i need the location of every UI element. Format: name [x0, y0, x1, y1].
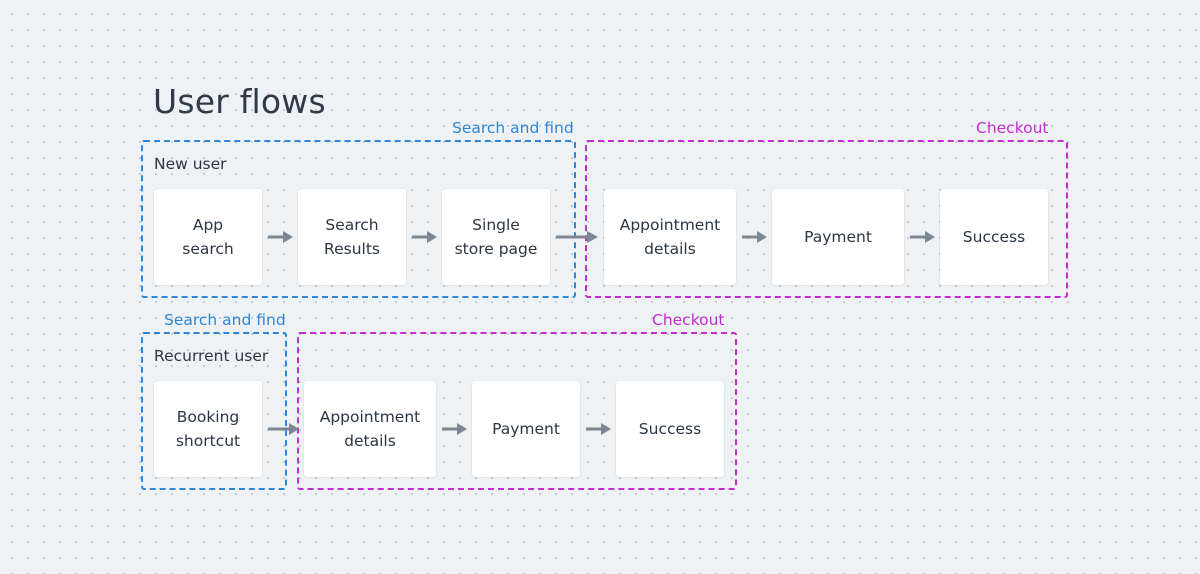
step-label: Success [638, 420, 702, 438]
step-label: App search [182, 216, 234, 258]
step-label: Payment [804, 228, 872, 246]
new-user-label: New user [154, 155, 227, 173]
step-label: Appointment details [619, 216, 721, 258]
search-and-find-group [141, 140, 576, 298]
step-card[interactable]: Search Results [298, 189, 406, 285]
step-card[interactable]: Success [940, 189, 1048, 285]
arrow-right-icon [742, 230, 768, 244]
arrow-right-icon [586, 422, 612, 436]
arrow-right-icon [910, 230, 936, 244]
arrow-right-icon [442, 422, 468, 436]
step-card[interactable]: Booking shortcut [154, 381, 262, 477]
step-label: Appointment details [319, 408, 421, 450]
step-card[interactable]: Appointment details [604, 189, 736, 285]
checkout-label: Checkout [976, 119, 1049, 137]
step-card[interactable]: App search [154, 189, 262, 285]
step-card[interactable]: Payment [472, 381, 580, 477]
step-card[interactable]: Payment [772, 189, 904, 285]
checkout-group [297, 332, 737, 490]
search-and-find-group [141, 332, 287, 490]
arrow-right-icon [556, 230, 600, 244]
step-card[interactable]: Appointment details [304, 381, 436, 477]
checkout-group [585, 140, 1068, 298]
step-label: Payment [492, 420, 560, 438]
arrow-right-icon [268, 422, 300, 436]
step-label: Booking shortcut [175, 408, 241, 450]
step-label: Success [962, 228, 1026, 246]
recurrent-user-label: Recurrent user [154, 347, 269, 365]
page-title: User flows [153, 82, 326, 121]
checkout-label: Checkout [652, 311, 725, 329]
step-label: Single store page [454, 216, 538, 258]
step-card[interactable]: Success [616, 381, 724, 477]
arrow-right-icon [412, 230, 438, 244]
step-label: Search Results [324, 216, 380, 258]
search-and-find-label: Search and find [452, 119, 574, 137]
arrow-right-icon [268, 230, 294, 244]
step-card[interactable]: Single store page [442, 189, 550, 285]
search-and-find-label: Search and find [164, 311, 286, 329]
